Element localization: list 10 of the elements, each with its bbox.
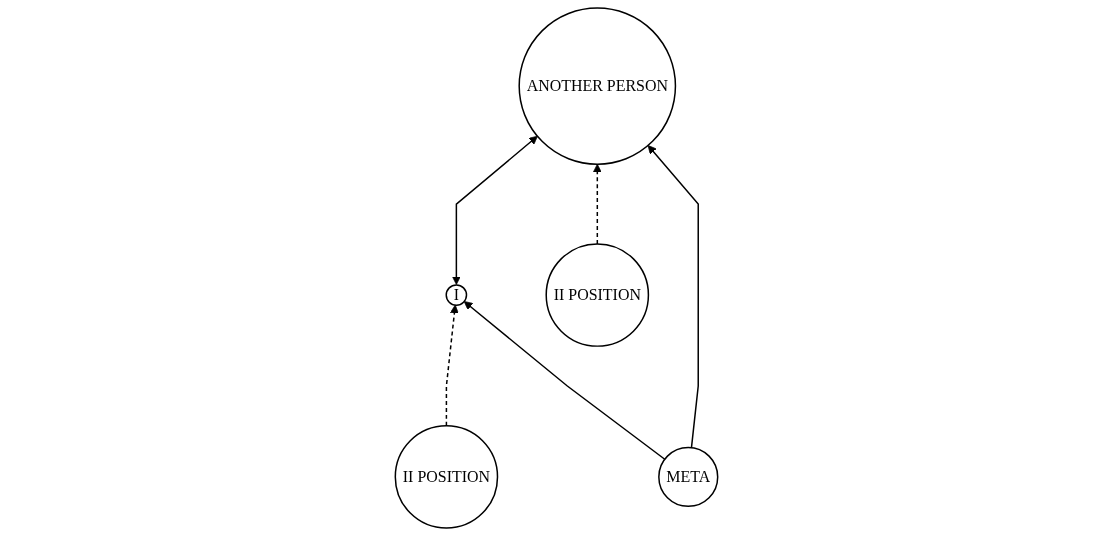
node-circle: II POSITION bbox=[545, 243, 650, 347]
node-circle: II POSITION bbox=[394, 425, 499, 529]
node-circle: I bbox=[445, 284, 468, 306]
arrow bbox=[592, 163, 602, 245]
arrow bbox=[452, 135, 538, 285]
arrow bbox=[463, 301, 666, 460]
arrow bbox=[445, 304, 459, 427]
node-circle: ANOTHER PERSON bbox=[518, 7, 677, 165]
arrow bbox=[647, 145, 699, 449]
node-circle: META bbox=[658, 446, 719, 508]
